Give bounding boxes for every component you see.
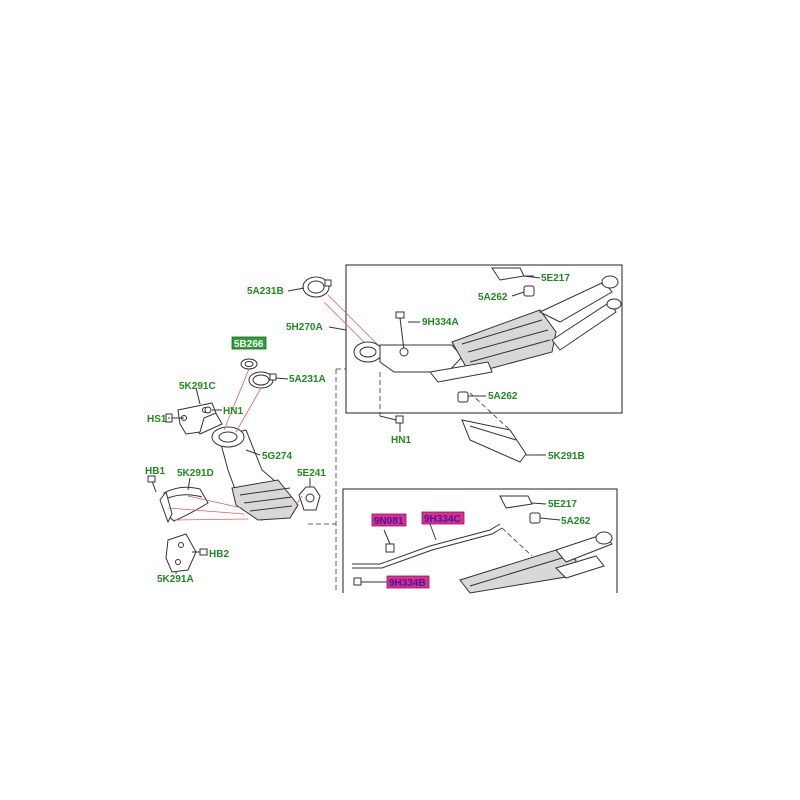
label-5A262-bottom: 5A262 [561,516,591,527]
label-5H270A: 5H270A [286,322,323,333]
clamp-5A231B [302,276,332,298]
isolator-5A262-mid [457,391,469,403]
part-labels: 5A231B 5H270A 5B266 5A231A 5K291C HS1 HN… [145,273,591,589]
label-5A231B: 5A231B [247,286,284,297]
label-5G274: 5G274 [262,451,292,462]
heat-shield-5K291B [461,392,527,463]
gasket-5E241 [298,486,321,511]
label-HS1: HS1 [147,414,167,425]
label-5K291A: 5K291A [157,574,194,585]
label-9N081-highlight [371,513,407,527]
bolt-HB2 [192,548,208,556]
sensor-9H334B [353,577,370,586]
label-5K291D: 5K291D [177,468,214,479]
label-9H334A: 9H334A [422,317,459,328]
bracket-5E217-bottom [499,495,533,509]
leader-9H334C [429,523,437,541]
label-9H334C: 9H334C [424,514,461,525]
sensor-9H334A [395,311,409,357]
label-leader-lines [168,275,561,574]
nut-HN1-left [204,406,212,414]
label-5A262-mid: 5A262 [488,391,518,402]
clamp-5A231A [248,371,277,389]
label-HN1-right: HN1 [391,435,411,446]
label-5A231A: 5A231A [289,374,326,385]
label-5K291B: 5K291B [548,451,585,462]
label-9N081: 9N081 [374,516,404,527]
label-HB1: HB1 [145,466,165,477]
isolator-5A262-top [523,285,535,297]
heat-shield-5K291D [159,486,209,524]
lower-exhaust-assembly [352,523,613,594]
lower-detail-frame [342,488,618,593]
label-5E241: 5E241 [297,468,326,479]
sensor-9N081 [383,529,395,553]
nut-HN1-right [379,372,404,432]
label-5K291C: 5K291C [179,381,216,392]
catalytic-converter-assembly [187,409,299,521]
label-5E217-top: 5E217 [541,273,570,284]
label-5B266: 5B266 [234,339,264,350]
label-5B266-highlight [231,336,267,350]
label-5A262-top: 5A262 [478,292,508,303]
bracket-5K291A [165,533,197,573]
upper-detail-frame [345,264,623,414]
upper-exhaust-assembly [353,275,622,383]
label-HN1-left: HN1 [223,406,243,417]
isolator-5A262-bottom [529,512,541,524]
gasket-5B266 [240,358,258,370]
label-9H334C-highlight [421,511,465,525]
label-HB2: HB2 [209,549,229,560]
bracket-5E217-top [491,267,534,281]
label-5E217-bottom: 5E217 [548,499,577,510]
bolt-HB1 [147,475,157,493]
label-9H334B: 9H334B [389,578,426,589]
